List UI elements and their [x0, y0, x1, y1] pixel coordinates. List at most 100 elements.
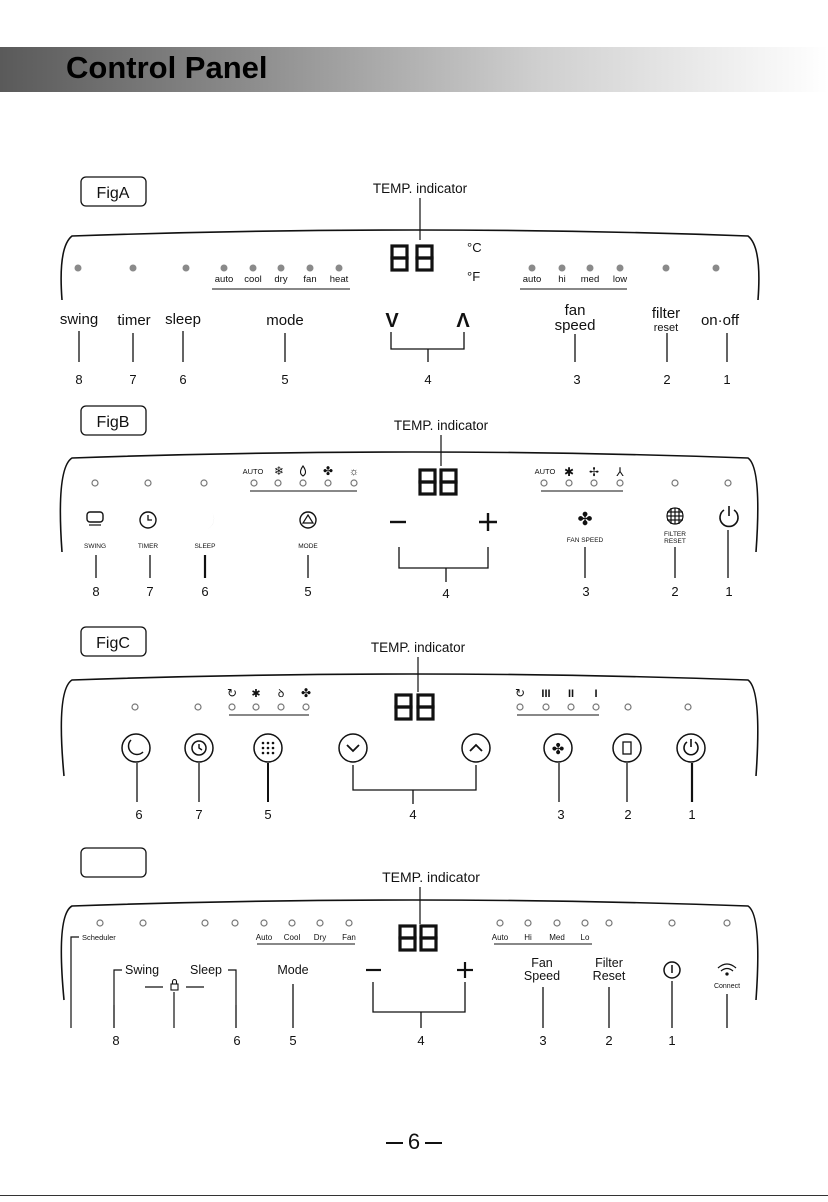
fig-c-up-button[interactable] [461, 733, 491, 763]
fig-d-fan-speed-line1[interactable]: Fan [531, 956, 553, 970]
fig-a-mode-heat: heat [330, 274, 349, 285]
fig-d-sleep-button[interactable]: Sleep [190, 963, 222, 977]
fig-c-callout: 2 [624, 807, 631, 822]
fig-c-callout: 6 [135, 807, 142, 822]
fig-a-mode-fan: fan [303, 274, 316, 285]
fig-b-fan-speed-label: FAN SPEED [567, 537, 604, 544]
fig-c-fan-button[interactable] [543, 733, 573, 763]
swing-icon [86, 511, 104, 523]
fig-a-led-low [616, 264, 624, 272]
fig-b-swing-button[interactable] [86, 511, 104, 526]
fig-a-led-fan-auto [528, 264, 536, 272]
fig-d-scheduler-label: Scheduler [82, 933, 116, 942]
fig-a-timer-button[interactable]: timer [117, 312, 150, 329]
fan-medium-icon: ✢ [589, 465, 599, 479]
fig-c-callout: 5 [264, 807, 271, 822]
water-drop-icon [299, 465, 307, 477]
fig-d-display [398, 924, 438, 952]
fig-a-led-auto [220, 264, 228, 272]
fig-b-plus-button[interactable] [479, 513, 497, 531]
fig-a-display [390, 244, 434, 272]
fig-a-callout: 8 [75, 372, 82, 387]
dry-icon: ꝺ [278, 688, 285, 700]
fig-a-fan-hi: hi [558, 274, 565, 285]
moon-icon[interactable] [198, 510, 215, 530]
fig-d-fan-med: Med [549, 933, 565, 942]
fig-b-callout: 7 [146, 584, 153, 599]
fig-d-callout: 5 [289, 1033, 296, 1048]
fig-b-callout: 3 [582, 584, 589, 599]
fig-b-filter-button[interactable] [666, 507, 684, 525]
fig-c-down-button[interactable] [338, 733, 368, 763]
fig-b-display [418, 468, 458, 496]
fig-c-mode-button[interactable] [253, 733, 283, 763]
fig-a-up-button[interactable]: Λ [456, 310, 470, 332]
fig-a-fan-speed-line2[interactable]: speed [555, 317, 596, 334]
fig-a-panel-outline [60, 229, 760, 301]
sun-icon: ☼ [349, 466, 359, 478]
fig-a-filter-line2[interactable]: reset [654, 322, 678, 334]
fig-d-filter-line2[interactable]: Reset [593, 969, 626, 983]
fig-d-callout: 6 [233, 1033, 240, 1048]
fig-d-mode-fan: Fan [342, 933, 356, 942]
fig-a-led-dry [277, 264, 285, 272]
fig-c-power-button[interactable] [676, 733, 706, 763]
snowflake-icon: ❄ [274, 464, 284, 478]
fig-d-connect-label: Connect [714, 983, 740, 990]
fig-d-swing-button[interactable]: Swing [125, 963, 159, 977]
fig-d-mode-auto: Auto [256, 933, 273, 942]
fig-b-callout: 6 [201, 584, 208, 599]
fig-a-mode-button[interactable]: mode [266, 312, 304, 329]
fig-d-temp-indicator: TEMP. indicator [382, 869, 480, 885]
fig-a-callout: 7 [129, 372, 136, 387]
fig-a-callout: 1 [723, 372, 730, 387]
fig-a-power-button[interactable]: on·off [701, 312, 740, 329]
fig-d-mode-button[interactable]: Mode [277, 963, 308, 977]
fig-c-filter-button[interactable] [612, 733, 642, 763]
fig-b-filter-label2: RESET [664, 538, 686, 545]
mode-dots-icon [261, 741, 275, 755]
fig-d-panel-outline [60, 899, 759, 1001]
fig-a-led-swing [74, 264, 82, 272]
fig-b-panel-outline [59, 451, 759, 553]
fig-d-fan-lo: Lo [581, 933, 590, 942]
fig-a-filter-line1[interactable]: filter [652, 305, 680, 322]
fig-d-fan-speed-line2[interactable]: Speed [524, 969, 560, 983]
fig-b-mode-button[interactable] [299, 511, 317, 529]
fig-a-fan-speed-line1[interactable]: fan [565, 302, 586, 319]
power-icon [719, 509, 739, 528]
filter-icon [622, 741, 632, 755]
fig-a-down-button[interactable]: V [385, 310, 399, 332]
fig-d-filter-line1[interactable]: Filter [595, 956, 623, 970]
fan-medium-icon: II [568, 688, 574, 700]
fig-b-timer-button[interactable] [139, 511, 157, 529]
fig-b-sleep-label: SLEEP [195, 543, 216, 550]
fig-c-sleep-button[interactable] [121, 733, 151, 763]
fig-a-led-cool [249, 264, 257, 272]
fig-b-power-button[interactable] [719, 506, 739, 528]
fig-a-mode-auto: auto [215, 274, 234, 285]
fig-d-callout: 4 [417, 1033, 424, 1048]
fig-c-display [394, 693, 435, 721]
fig-d-plus-button[interactable] [457, 962, 473, 978]
snowflake-icon: ✱ [251, 688, 260, 700]
fig-a-led-heat [335, 264, 343, 272]
fig-b-fan-speed-button[interactable]: ✤ [577, 509, 592, 529]
fig-a-sleep-button[interactable]: sleep [165, 311, 201, 328]
fig-c-timer-button[interactable] [184, 733, 214, 763]
fig-a-swing-button[interactable]: swing [60, 311, 98, 328]
fan-low-icon: I [594, 688, 597, 700]
clock-icon [191, 740, 207, 756]
fig-a-led-hi [558, 264, 566, 272]
fig-d-fan-auto: Auto [492, 933, 509, 942]
fig-b-mode-auto: AUTO [243, 467, 264, 476]
wifi-icon[interactable] [717, 963, 737, 976]
fig-c-callout: 1 [688, 807, 695, 822]
header-bar [0, 47, 828, 92]
fig-b-fan-auto: AUTO [535, 467, 556, 476]
fig-b-timer-label: TIMER [138, 543, 159, 550]
fig-b-callout: 8 [92, 584, 99, 599]
fig-d-power-button[interactable] [663, 961, 681, 979]
fig-d-callout: 1 [668, 1033, 675, 1048]
